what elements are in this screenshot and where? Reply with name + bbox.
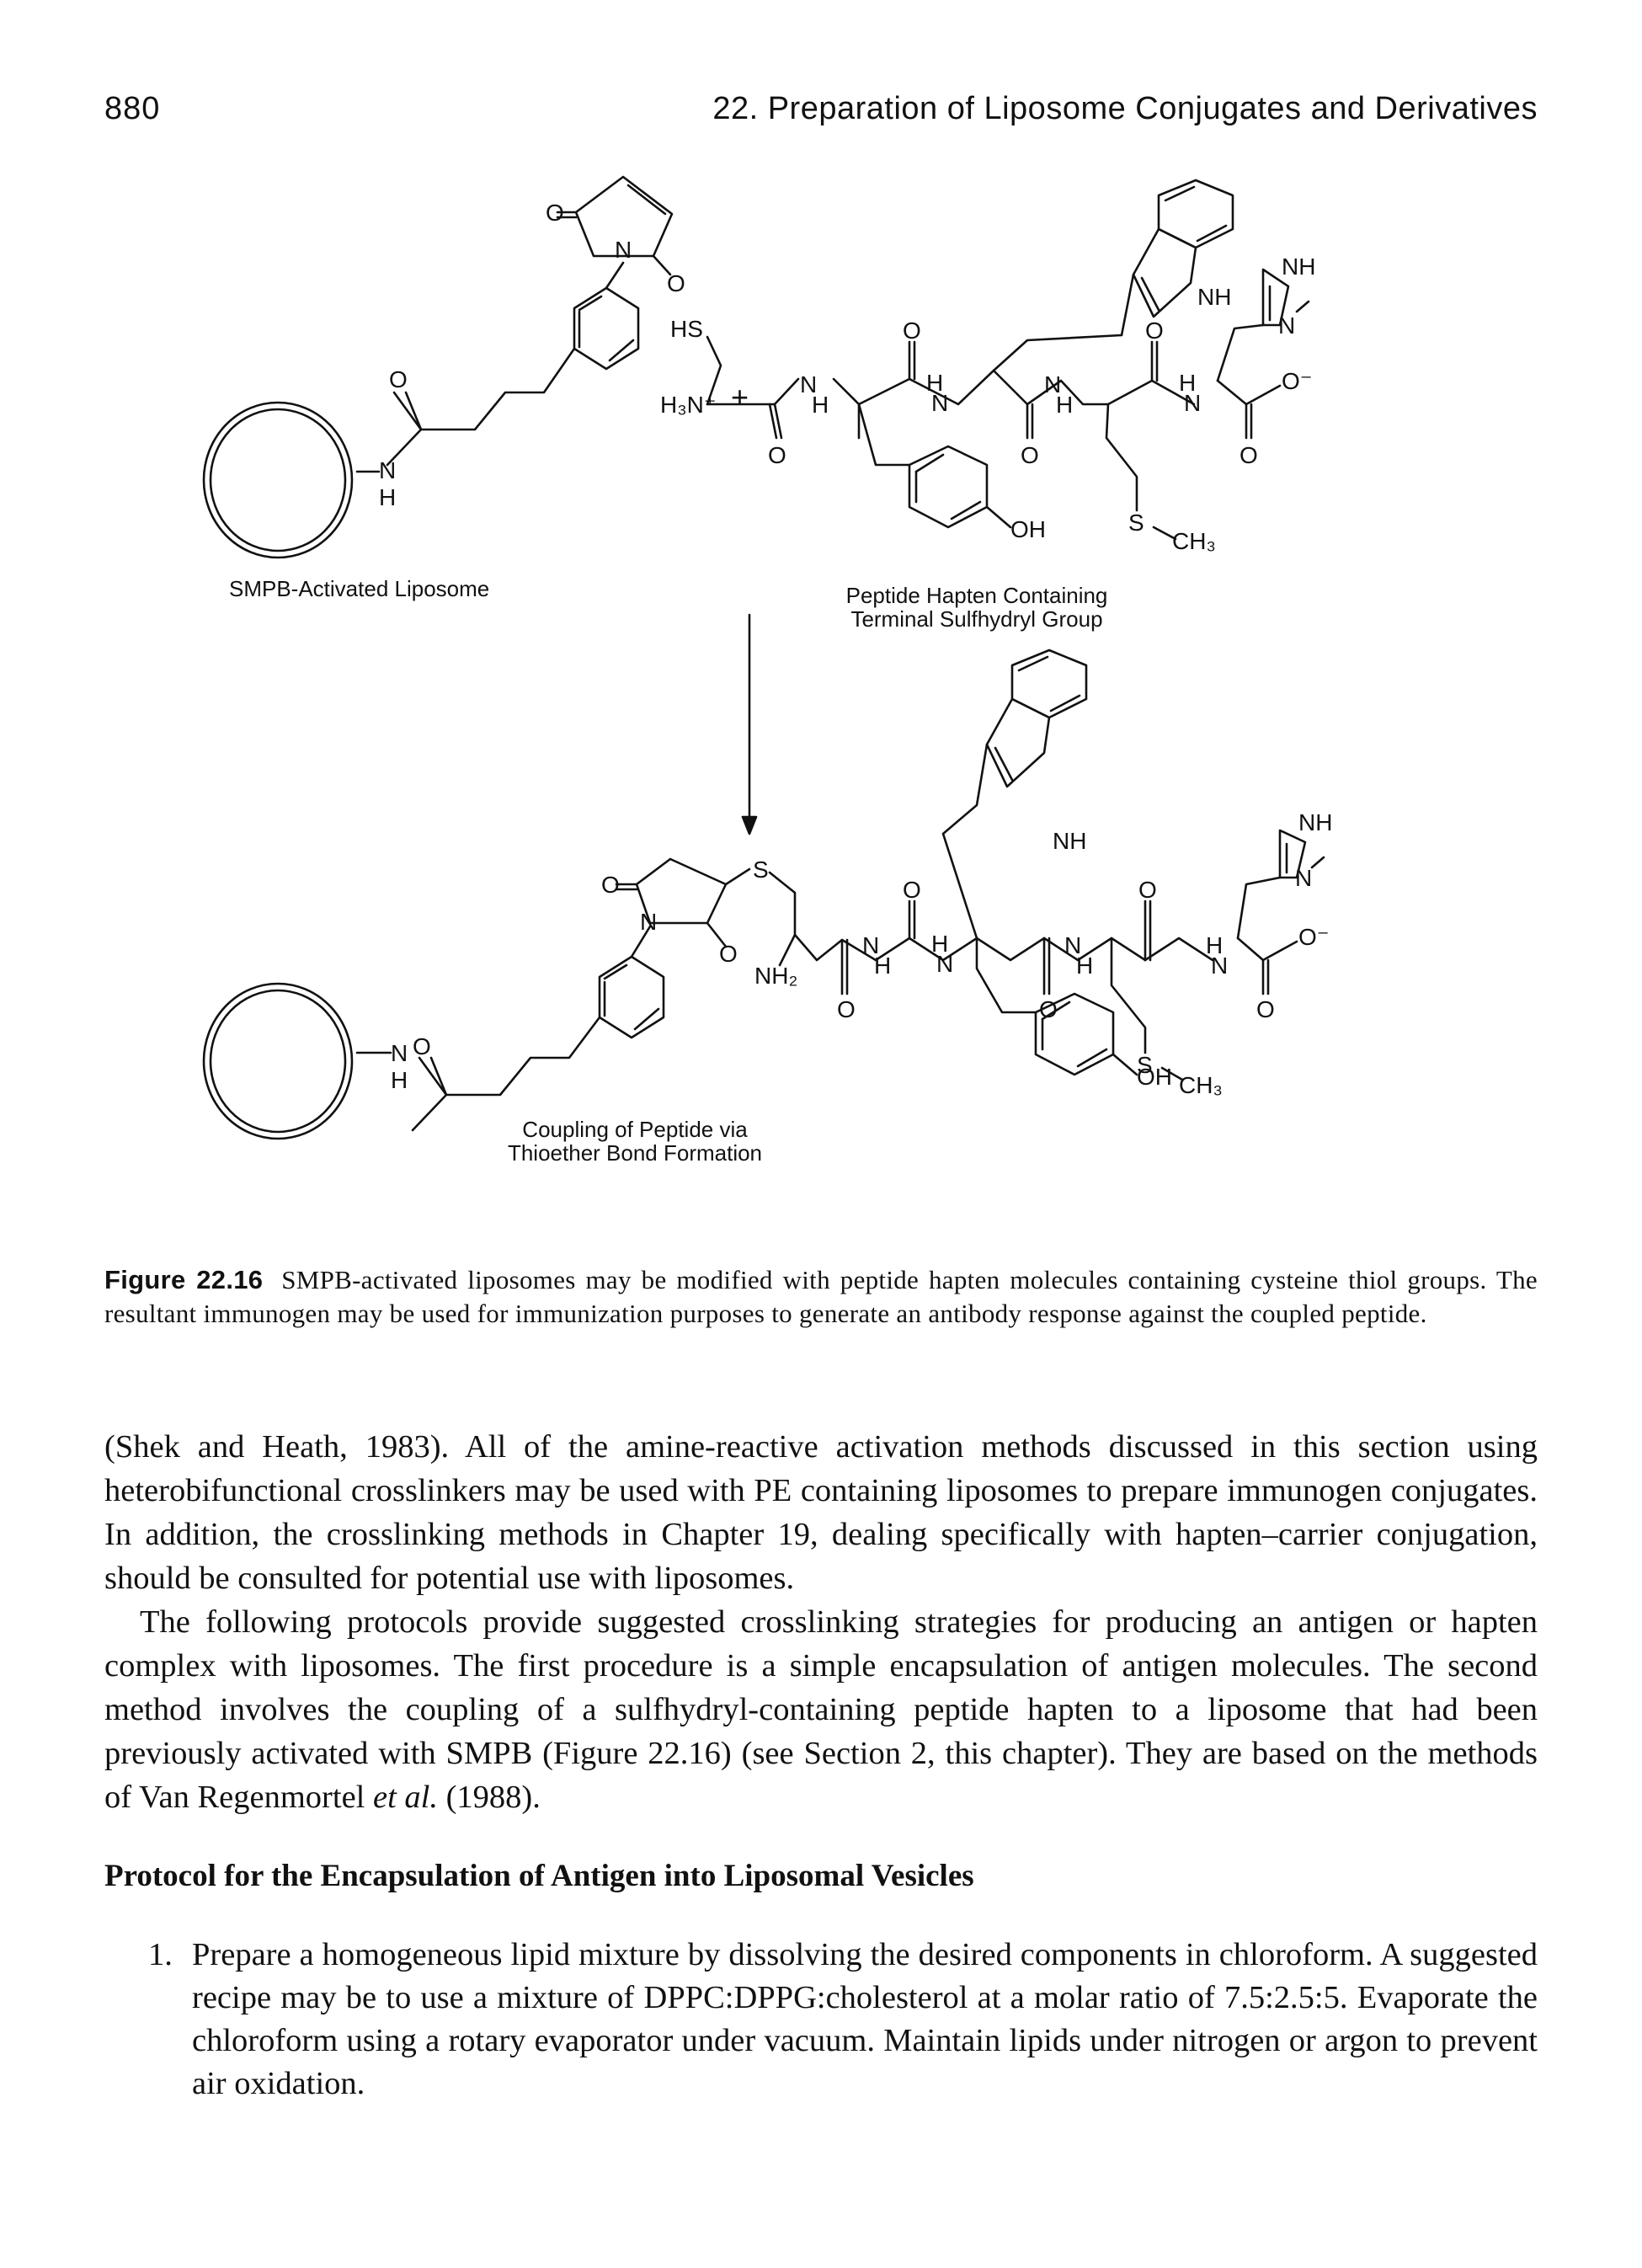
atom-label: N — [1211, 953, 1228, 979]
coupling-label-line2: Thioether Bond Formation — [508, 1140, 762, 1166]
step-number: 1. — [148, 1937, 173, 1972]
atom-label: NH — [1282, 253, 1315, 280]
atom-label: O — [903, 877, 921, 903]
atom-label: O⁻ — [1282, 368, 1313, 394]
atom-label: O — [903, 318, 921, 344]
atom-label: NH — [1197, 284, 1231, 310]
atom-label: N — [931, 390, 948, 416]
atom-label: N — [800, 371, 817, 398]
atom-label: N — [1295, 865, 1312, 891]
atom-label: N — [1278, 312, 1295, 339]
atom-label: O — [719, 941, 738, 967]
atom-label: H — [812, 392, 829, 418]
atom-label: O — [389, 366, 408, 392]
atom-label: O — [1145, 318, 1164, 344]
atom-label: NH₂ — [754, 963, 797, 989]
liposome-outer — [202, 982, 354, 1140]
figure-caption: Figure 22.16 SMPB-activated liposomes ma… — [104, 1263, 1538, 1331]
atom-label: O — [1021, 442, 1039, 468]
atom-label: N — [379, 457, 396, 483]
atom-label: O — [601, 872, 620, 898]
atom-label: H — [391, 1067, 408, 1093]
liposome-inner — [209, 408, 347, 552]
atom-label: O⁻ — [1298, 924, 1330, 950]
protocol-steps: 1. Prepare a homogeneous lipid mixture b… — [104, 1934, 1538, 2105]
atom-label: H — [379, 484, 396, 510]
peptide-hapten-structure: HS H₃N⁺ O N H O H N NH OH O N H O H N S … — [660, 179, 1315, 554]
atom-label: H — [1179, 370, 1196, 396]
atom-label: O — [1256, 996, 1275, 1022]
atom-label: N — [1184, 390, 1201, 416]
coupling-label-line1: Coupling of Peptide via — [522, 1117, 748, 1142]
atom-label: O — [1138, 877, 1157, 903]
et-al: et al. — [372, 1780, 438, 1815]
step-text: Prepare a homogeneous lipid mixture by d… — [192, 1937, 1538, 2101]
atom-label: S — [1137, 1052, 1153, 1078]
atom-label: H — [1076, 953, 1093, 979]
peptide-label-line2: Terminal Sulfhydryl Group — [850, 606, 1102, 632]
paragraph-text: (1988). — [445, 1780, 541, 1815]
figure-caption-text: SMPB-activated liposomes may be modified… — [104, 1265, 1538, 1328]
atom-label: N — [1064, 932, 1081, 958]
atom-label: CH₃ — [1179, 1072, 1223, 1098]
atom-label: H — [1056, 392, 1073, 418]
reaction-figure: O N O O N H SMPB-Activated Liposome + — [168, 160, 1533, 1246]
atom-label: H — [926, 370, 943, 396]
protocol-step: 1. Prepare a homogeneous lipid mixture b… — [104, 1934, 1538, 2105]
peptide-label-line1: Peptide Hapten Containing — [846, 583, 1108, 608]
liposome-inner — [209, 989, 347, 1134]
running-head: 880 22. Preparation of Liposome Conjugat… — [104, 91, 1538, 141]
figure-caption-label: Figure 22.16 — [104, 1265, 264, 1294]
atom-label: N — [936, 951, 953, 977]
section-heading: Protocol for the Encapsulation of Antige… — [104, 1859, 974, 1893]
paragraph: (Shek and Heath, 1983). All of the amine… — [104, 1429, 1538, 1596]
atom-label: OH — [1010, 516, 1046, 542]
chapter-title: 22. Preparation of Liposome Conjugates a… — [712, 91, 1538, 126]
coupled-product-structure: O N O S NH₂ O N H N H O O H N NH OH O N … — [202, 648, 1332, 1140]
smpb-liposome-label: SMPB-Activated Liposome — [229, 576, 489, 601]
atom-label: H — [1206, 932, 1223, 958]
atom-label: O — [667, 270, 685, 296]
atom-label: O — [1239, 442, 1258, 468]
atom-label: HS — [670, 316, 703, 342]
atom-label: H — [874, 953, 891, 979]
body-text: (Shek and Heath, 1983). All of the amine… — [104, 1425, 1538, 1819]
atom-label: N — [391, 1040, 408, 1066]
atom-label: N — [862, 932, 879, 958]
atom-label: OH — [1137, 1064, 1172, 1090]
atom-label: CH₃ — [1172, 528, 1216, 554]
liposome-outer — [202, 401, 354, 559]
page-number: 880 — [104, 91, 161, 126]
atom-label: N — [640, 909, 657, 935]
atom-label: H — [931, 931, 948, 957]
atom-label: N — [1044, 371, 1061, 398]
atom-label: NH — [1298, 809, 1332, 835]
paragraph-text: The following protocols provide suggeste… — [104, 1604, 1538, 1815]
atom-label: O — [837, 996, 856, 1022]
atom-label: O — [768, 442, 786, 468]
atom-label: O — [546, 200, 564, 226]
atom-label: H₃N⁺ — [660, 392, 717, 418]
atom-label: N — [615, 237, 632, 263]
plus-sign: + — [731, 380, 749, 414]
smpb-liposome-structure: O N O O N H — [202, 175, 685, 559]
atom-label: S — [753, 857, 769, 883]
atom-label: O — [413, 1033, 431, 1059]
reaction-arrow — [741, 613, 758, 835]
atom-label: O — [1039, 996, 1058, 1022]
atom-label: NH — [1053, 828, 1086, 854]
paragraph: The following protocols provide suggeste… — [104, 1600, 1538, 1819]
reaction-scheme: O N O O N H SMPB-Activated Liposome + — [202, 175, 1332, 1166]
atom-label: S — [1128, 510, 1144, 536]
